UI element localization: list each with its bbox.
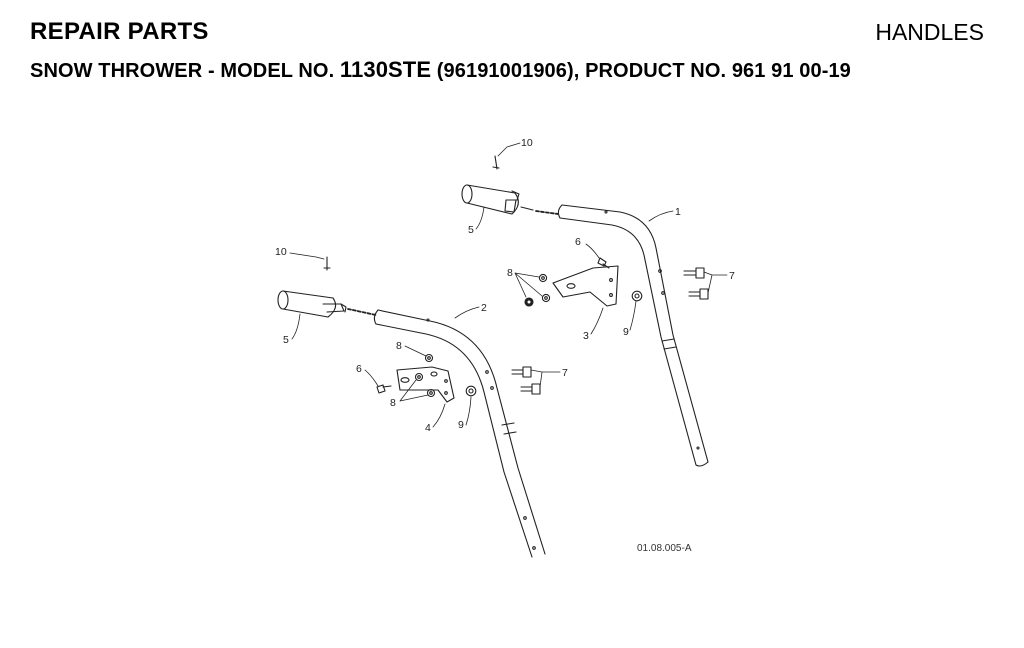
topic-title: HANDLES [875,19,984,45]
callout-2: 2 [481,302,487,314]
bolt-left [376,384,392,394]
bolts-right [683,267,709,300]
upper-handle-left [373,309,546,558]
callout-3: 3 [583,330,589,342]
grip-top [461,184,559,215]
callout-10-left: 10 [275,246,287,258]
callout-9-right: 9 [623,326,629,338]
bracket-left [396,366,455,403]
callout-7-left: 7 [562,367,568,379]
callout-5-left: 5 [283,334,289,346]
leader-lines [289,142,728,428]
grip-left [277,290,377,318]
model-number: 1130STE [339,57,432,82]
callout-6-right: 6 [575,236,581,248]
bolt-right [597,257,610,269]
diagram-code: 01.08.005-A [637,543,692,554]
callout-10-top: 10 [521,137,533,149]
callout-8-left-bottom: 8 [390,397,396,409]
section-title: REPAIR PARTS [30,18,209,45]
callout-7-right: 7 [729,270,735,282]
callout-8-left-top: 8 [396,340,402,352]
upper-handle-right [557,204,709,467]
nuts-right [524,273,551,307]
bracket-right [552,265,619,307]
callout-9-left: 9 [458,419,464,431]
bolts-left [511,366,541,395]
subtitle-prefix: SNOW THROWER - MODEL NO. [30,60,340,82]
nuts-left [414,353,436,398]
subtitle-suffix: (96191001906), PRODUCT NO. 961 91 00-19 [431,60,851,82]
callout-5-top: 5 [468,224,474,236]
callout-1: 1 [675,206,681,218]
callout-4: 4 [425,422,431,434]
model-subtitle: SNOW THROWER - MODEL NO. 1130STE (961910… [30,57,851,83]
pin-top [492,155,500,170]
washer-left [465,385,477,397]
callout-6-left: 6 [356,363,362,375]
washer-right [631,290,643,302]
pin-left [323,256,331,271]
callout-8-right: 8 [507,267,513,279]
